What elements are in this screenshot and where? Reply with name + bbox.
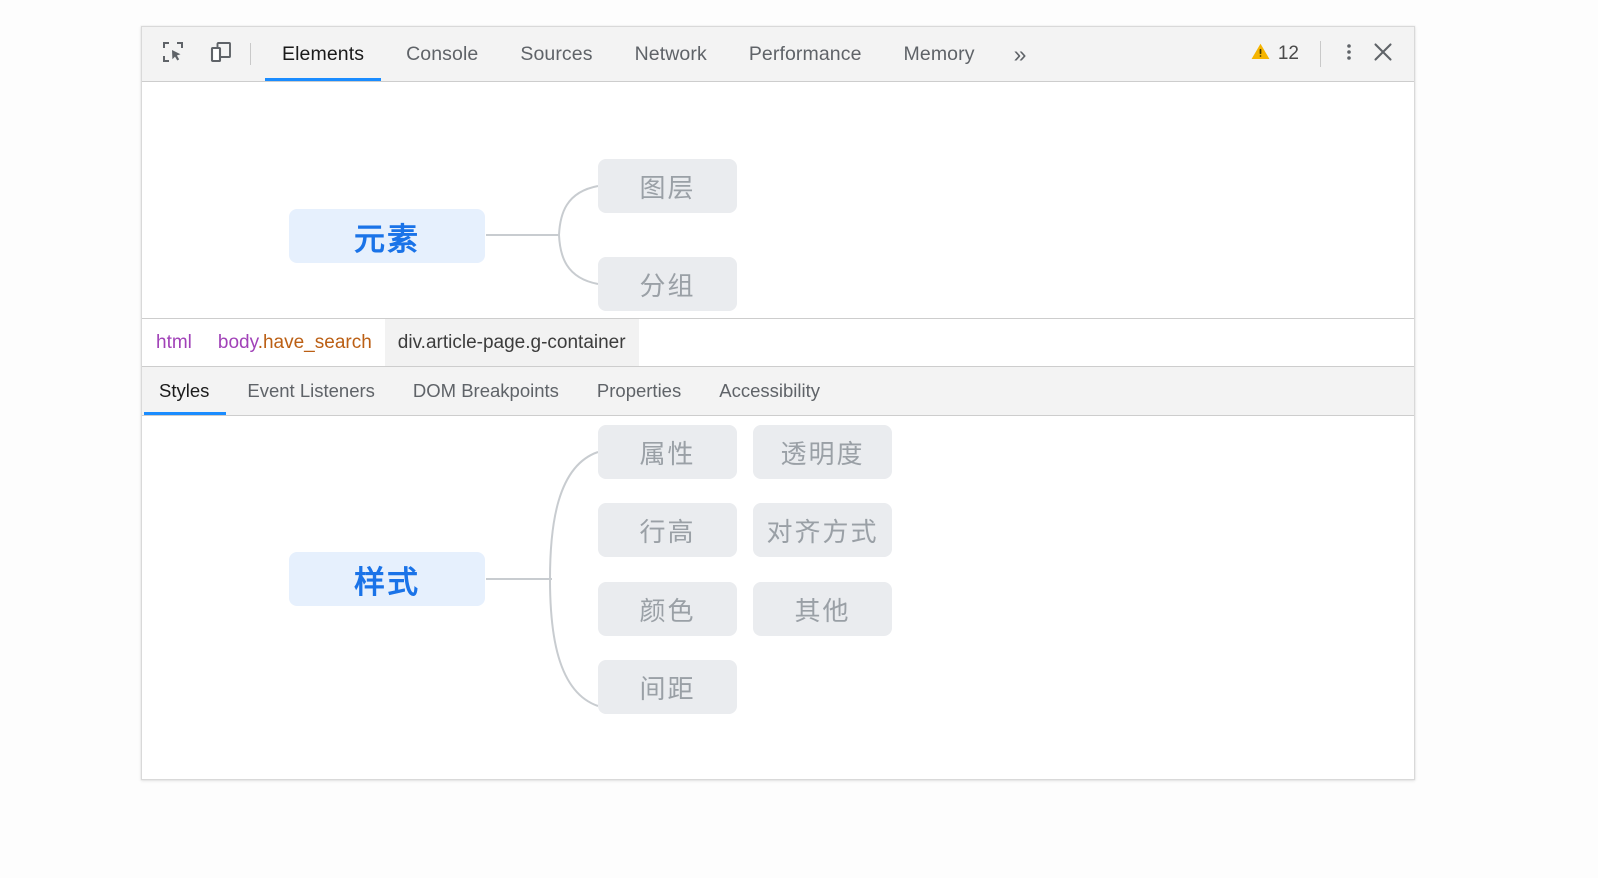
device-toolbar-icon: [209, 40, 233, 69]
styles-sidebar-tabbar: Styles Event Listeners DOM Breakpoints P…: [142, 366, 1414, 416]
mindmap-node-layers-label: 图层: [639, 172, 696, 203]
tab-dom-breakpoints[interactable]: DOM Breakpoints: [394, 367, 578, 415]
chevron-double-right-icon: »: [1013, 40, 1027, 67]
toolbar-divider: [250, 43, 251, 65]
toolbar-right-group: 12: [1240, 27, 1414, 81]
tab-memory-label: Memory: [903, 42, 975, 65]
tab-network-label: Network: [634, 42, 707, 65]
mindmap-root-elements[interactable]: 元素: [289, 209, 485, 263]
tab-sources[interactable]: Sources: [499, 27, 613, 81]
tab-performance[interactable]: Performance: [728, 27, 883, 81]
tab-sources-label: Sources: [520, 42, 593, 65]
tab-styles[interactable]: Styles: [142, 367, 228, 415]
breadcrumb-item-html[interactable]: html: [142, 319, 205, 366]
toolbar-icon-group: [142, 27, 238, 81]
tab-elements-label: Elements: [282, 42, 365, 65]
breadcrumb-item-body[interactable]: body.have_search: [205, 319, 385, 366]
inspect-element-button[interactable]: [156, 37, 190, 71]
mindmap-node-other-label: 其他: [794, 595, 851, 626]
mindmap-node-opacity[interactable]: 透明度: [753, 425, 892, 479]
breadcrumb-item-body-tag: body: [217, 331, 258, 353]
tab-accessibility[interactable]: Accessibility: [700, 367, 839, 415]
mindmap-node-properties[interactable]: 属性: [598, 425, 737, 479]
close-devtools-button[interactable]: [1366, 37, 1400, 71]
tab-properties-label: Properties: [596, 380, 682, 401]
warning-triangle-icon: [1250, 41, 1271, 67]
breadcrumb-item-body-class: .have_search: [257, 331, 372, 353]
toolbar-right-divider: [1320, 41, 1321, 67]
styles-mindmap: 样式 属性 行高 颜色 间距 透明度 对齐方式 其他: [142, 416, 1414, 779]
breadcrumb-item-html-tag: html: [156, 331, 192, 353]
kebab-menu-icon: [1339, 42, 1359, 67]
inspect-element-icon: [161, 40, 185, 69]
mindmap-node-layers[interactable]: 图层: [598, 159, 737, 213]
styles-content-pane[interactable]: 样式 属性 行高 颜色 间距 透明度 对齐方式 其他: [142, 416, 1414, 779]
mindmap-node-other[interactable]: 其他: [753, 582, 892, 636]
breadcrumb-item-div-class: .article-page.g-container: [420, 331, 626, 353]
mindmap-node-alignment[interactable]: 对齐方式: [753, 503, 892, 557]
tab-event-listeners[interactable]: Event Listeners: [228, 367, 394, 415]
warning-count-label: 12: [1277, 43, 1299, 64]
mindmap-node-line-height-label: 行高: [639, 516, 696, 547]
elements-mindmap-connector: [486, 185, 599, 285]
breadcrumb: html body.have_search div.article-page.g…: [142, 318, 1414, 366]
toggle-device-toolbar-button[interactable]: [204, 37, 238, 71]
tab-accessibility-label: Accessibility: [719, 380, 820, 401]
breadcrumb-item-div-article-page[interactable]: div.article-page.g-container: [384, 319, 639, 366]
more-tabs-button[interactable]: »: [996, 27, 1044, 81]
mindmap-root-styles-label: 样式: [354, 564, 420, 600]
tab-console[interactable]: Console: [385, 27, 499, 81]
close-icon: [1372, 41, 1394, 68]
mindmap-node-line-height[interactable]: 行高: [598, 503, 737, 557]
tab-network[interactable]: Network: [614, 27, 728, 81]
mindmap-node-groups[interactable]: 分组: [598, 257, 737, 311]
elements-mindmap: 元素 图层 分组: [142, 82, 1414, 318]
tab-properties[interactable]: Properties: [578, 367, 700, 415]
warning-count-button[interactable]: 12: [1240, 37, 1309, 71]
mindmap-node-color[interactable]: 颜色: [598, 582, 737, 636]
devtools-settings-menu-button[interactable]: [1332, 37, 1366, 71]
mindmap-node-spacing[interactable]: 间距: [598, 660, 737, 714]
elements-tree-pane[interactable]: 元素 图层 分组: [142, 82, 1414, 318]
mindmap-root-elements-label: 元素: [354, 221, 420, 257]
devtools-main-toolbar: Elements Console Sources Network Perform…: [142, 27, 1414, 82]
devtools-panel: Elements Console Sources Network Perform…: [141, 26, 1415, 780]
mindmap-node-properties-label: 属性: [639, 438, 696, 469]
mindmap-node-color-label: 颜色: [639, 595, 696, 626]
tab-performance-label: Performance: [748, 42, 862, 65]
mindmap-root-styles[interactable]: 样式: [289, 552, 485, 606]
mindmap-node-spacing-label: 间距: [639, 673, 696, 704]
tab-dom-breakpoints-label: DOM Breakpoints: [412, 380, 559, 401]
tab-event-listeners-label: Event Listeners: [247, 380, 375, 401]
mindmap-node-opacity-label: 透明度: [780, 438, 865, 469]
mindmap-node-alignment-label: 对齐方式: [766, 516, 879, 547]
panel-tab-strip: Elements Console Sources Network Perform…: [261, 27, 1043, 81]
mindmap-node-groups-label: 分组: [639, 270, 696, 301]
tab-elements[interactable]: Elements: [261, 27, 385, 81]
tab-styles-label: Styles: [159, 380, 210, 401]
tab-console-label: Console: [406, 42, 479, 65]
tab-memory[interactable]: Memory: [883, 27, 996, 81]
breadcrumb-item-div-tag: div: [397, 331, 421, 353]
